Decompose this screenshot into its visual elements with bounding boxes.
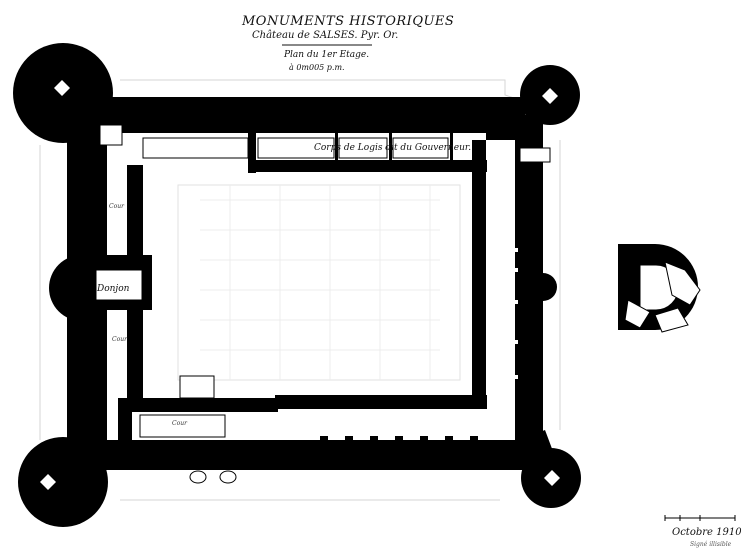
tower-markers	[40, 80, 560, 490]
label-corps-de-logis: Corps de Logis dit du Gouverneur.	[314, 143, 472, 153]
rooms	[95, 124, 551, 438]
slits	[512, 248, 518, 379]
signature: Signé illisible	[690, 541, 732, 548]
east-inner-wall	[472, 140, 486, 405]
faint-outline	[39, 79, 561, 501]
plan-label: Plan du 1er Etage.	[284, 50, 370, 60]
scale-bar	[664, 515, 736, 521]
label-cour-3: Cour	[172, 420, 187, 427]
north-inner-wall	[255, 160, 487, 172]
label-cour-1: Cour	[109, 203, 124, 210]
plan-date: Octobre 1910	[672, 527, 742, 538]
page-title: MONUMENTS HISTORIQUES	[242, 14, 455, 29]
east-bastion	[618, 244, 701, 333]
scale-label: à 0m005 p.m.	[289, 63, 345, 72]
gate-openings	[189, 470, 237, 484]
page-subtitle: Château de SALSES. Pyr. Or.	[252, 30, 399, 41]
crenels	[320, 436, 478, 440]
south-inner-wall	[275, 395, 487, 409]
south-wall	[95, 440, 535, 470]
north-wall	[95, 97, 525, 133]
label-cour-2: Cour	[112, 336, 127, 343]
label-donjon: Donjon	[97, 284, 130, 294]
